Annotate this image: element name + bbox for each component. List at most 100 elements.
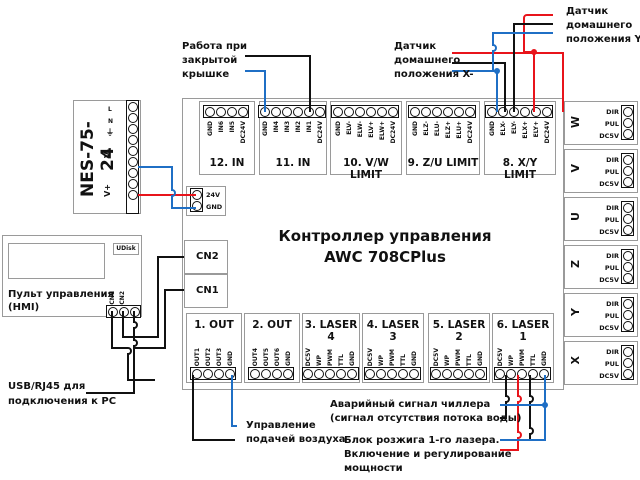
screw-ttl xyxy=(398,368,408,379)
screw-ttl xyxy=(528,368,538,379)
axis-terminal xyxy=(621,153,634,188)
pin-label: DC24V xyxy=(543,121,551,144)
psu-screw xyxy=(127,134,138,145)
screw-elz xyxy=(442,106,453,117)
screw-elx xyxy=(497,106,508,117)
axis-terminal xyxy=(621,249,634,284)
hmi-screw-cn1 xyxy=(107,306,118,317)
annotation-home-y-line3: положения Y- xyxy=(566,34,640,45)
pin-label: TTL xyxy=(466,353,473,366)
pin-label: DC5V xyxy=(305,347,312,366)
screw-out5 xyxy=(260,368,271,379)
screw-wp xyxy=(442,368,452,379)
axis-name: X xyxy=(569,356,582,365)
pin-label: WP xyxy=(508,354,515,366)
annotation-lid-line2: закрытой xyxy=(182,55,238,66)
axis-terminal xyxy=(621,201,634,236)
pin-label: DC5V xyxy=(433,347,440,366)
terminal-strip xyxy=(363,367,421,380)
terminal-strip xyxy=(203,105,249,118)
axis-pin-dir: DIR xyxy=(606,156,619,164)
block-title: 10. V/W LIMIT xyxy=(343,157,389,181)
annotation-home-x-line3: положения X- xyxy=(394,69,474,80)
axis-pin-dir: DIR xyxy=(606,252,619,260)
psu-terminal-strip xyxy=(126,100,139,214)
screw-gnd xyxy=(204,106,215,117)
screw xyxy=(622,154,633,165)
screw-wp xyxy=(506,368,516,379)
screw xyxy=(622,346,633,357)
annotation-laser: Блок розжига 1-го лазера. Включение и ре… xyxy=(344,434,512,476)
screw xyxy=(622,128,633,139)
pin-label: OUT4 xyxy=(251,347,259,366)
pin-label: GND xyxy=(541,351,548,366)
block-title: 6. LASER 1 xyxy=(496,319,550,343)
pin-label: ELZ- xyxy=(422,121,430,136)
pin-label: ELY- xyxy=(510,121,518,134)
pin-label: DC24V xyxy=(466,121,474,144)
power-screw-gnd xyxy=(191,200,202,211)
pin-label: GND xyxy=(334,121,342,136)
pin-label: WP xyxy=(378,354,385,366)
screw-gnd xyxy=(347,368,357,379)
screw-ely xyxy=(508,106,519,117)
axis-name: Y xyxy=(569,308,582,316)
cn2-label: CN2 xyxy=(196,251,219,262)
screw-dc5v xyxy=(365,368,375,379)
block-title: 3. LASER 4 xyxy=(304,319,358,343)
annotation-laser-line2: Включение и регулирование xyxy=(344,449,512,460)
terminal-strip xyxy=(258,105,326,118)
annotation-usb-line1: USB/RJ45 для xyxy=(8,381,86,392)
hmi-subtitle: (HMI) xyxy=(8,302,40,313)
screw-out1 xyxy=(191,368,202,379)
psu-screw-n xyxy=(127,112,138,123)
pin-label: OUT3 xyxy=(215,347,223,366)
screw xyxy=(622,368,633,379)
axis-pin-dc5v: DC5V xyxy=(599,324,619,332)
pin-label: PWM xyxy=(327,349,334,366)
pin-label: ELY+ xyxy=(532,121,540,138)
screw-wp xyxy=(376,368,386,379)
power-supply-model: NES-75-24 xyxy=(78,121,118,197)
pin-label: PWM xyxy=(519,349,526,366)
block-title: 8. X/Y LIMIT xyxy=(502,157,538,181)
controller-title: Контроллер управления AWC 708CPlus xyxy=(250,226,520,268)
hmi-port-cn2-label: CN2 xyxy=(119,291,126,305)
axis-name: W xyxy=(569,116,582,129)
pin-label: IN4 xyxy=(272,121,280,133)
annotation-home-x: Датчик домашнего положения X- xyxy=(394,40,474,82)
axis-terminal xyxy=(621,345,634,380)
wire-junction xyxy=(494,68,500,74)
pin-label: TTL xyxy=(338,353,345,366)
screw-ttl xyxy=(464,368,474,379)
axis-pin-pul: PUL xyxy=(604,312,619,320)
pin-label: GND xyxy=(261,121,269,136)
pin-label: ELW- xyxy=(356,121,364,138)
screw-dc24v xyxy=(237,106,248,117)
pin-label: IN3 xyxy=(283,121,291,133)
annotation-air-line1: Управление xyxy=(246,420,316,431)
screw-gnd xyxy=(409,368,419,379)
hmi-title: Пульт управления xyxy=(8,289,114,300)
screw xyxy=(622,176,633,187)
screw-elu xyxy=(453,106,464,117)
screw-elw xyxy=(376,106,387,117)
screw xyxy=(622,202,633,213)
axis-pin-dc5v: DC5V xyxy=(599,180,619,188)
pin-label: WP xyxy=(316,354,323,366)
pin-label: DC5V xyxy=(497,347,504,366)
pin-label: OUT5 xyxy=(262,347,270,366)
pin-label: PWM xyxy=(455,349,462,366)
terminal-strip xyxy=(408,105,476,118)
pin-label: DC24V xyxy=(316,121,324,144)
axis-terminal xyxy=(621,297,634,332)
pin-label: IN2 xyxy=(294,121,302,133)
pin-label: GND xyxy=(477,351,484,366)
screw-out3 xyxy=(213,368,224,379)
